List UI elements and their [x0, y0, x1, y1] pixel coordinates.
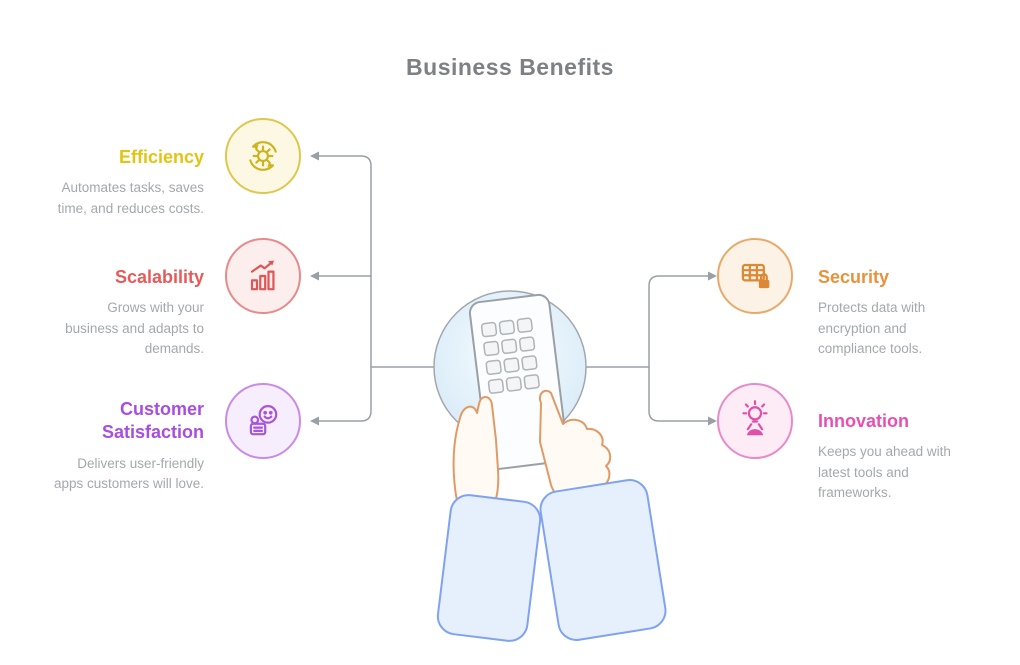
benefit-description: Keeps you ahead with latest tools and fr… [818, 444, 951, 500]
benefit-item-scalability: Scalability Grows with your business and… [38, 266, 204, 359]
benefit-label: Scalability [114, 267, 204, 287]
benefit-description: Protects data with encryption and compli… [818, 300, 926, 356]
benefit-label: Security [818, 267, 890, 287]
benefit-label: Innovation [818, 411, 909, 431]
benefit-label: Efficiency [118, 147, 204, 167]
sleeves [436, 479, 667, 642]
sync-gear-icon [225, 118, 301, 194]
locked-data-icon [717, 238, 793, 314]
growth-chart-icon [225, 238, 301, 314]
benefit-description: Grows with your business and adapts to d… [65, 300, 204, 356]
idea-person-icon [717, 383, 793, 459]
page-title: Business Benefits [406, 54, 614, 80]
happy-customer-icon [225, 383, 301, 459]
benefit-label: Customer Satisfaction [101, 399, 204, 443]
left-hand [452, 396, 500, 527]
connector-arrowheads [310, 151, 717, 426]
benefit-item-efficiency: Efficiency Automates tasks, saves time, … [38, 146, 204, 219]
benefit-item-customer-satisfaction: Customer Satisfaction Delivers user-frie… [30, 398, 204, 494]
benefit-item-innovation: Innovation Keeps you ahead with latest t… [818, 410, 983, 503]
connector-lines [318, 155, 710, 422]
benefit-description: Automates tasks, saves time, and reduces… [57, 180, 204, 216]
benefit-item-security: Security Protects data with encryption a… [818, 266, 978, 359]
benefit-description: Delivers user-friendly apps customers wi… [53, 455, 204, 492]
hands-touch-phone-illustration [433, 290, 667, 642]
